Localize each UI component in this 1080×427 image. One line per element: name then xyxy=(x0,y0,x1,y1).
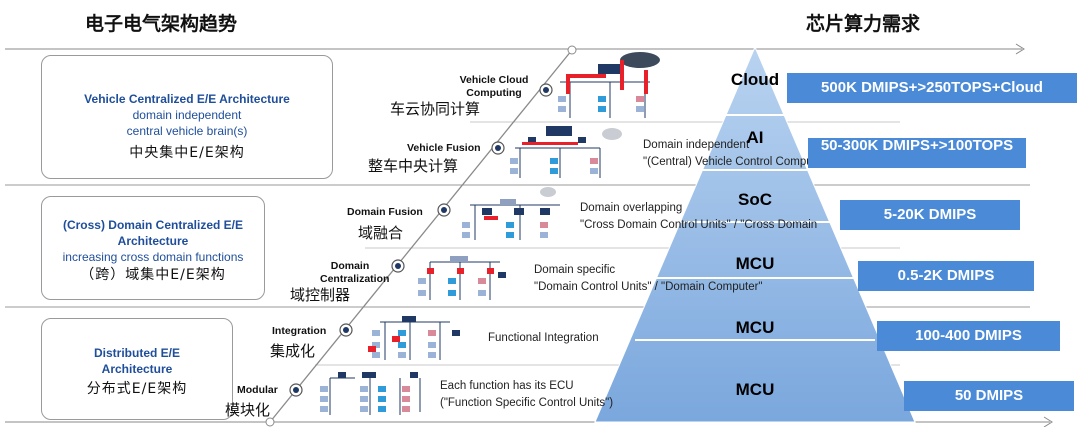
arch-box-domain-centralized: (Cross) Domain Centralized E/E Architect… xyxy=(41,196,265,300)
arch-title: (Cross) Domain Centralized E/E Architect… xyxy=(62,218,244,248)
pyramid-layer-mcu: MCU xyxy=(735,380,775,399)
arch-chinese-name: 中央集中E/E架构 xyxy=(129,145,245,161)
desc-line: Functional Integration xyxy=(488,332,599,344)
top-axis-arrowhead xyxy=(1015,43,1025,55)
arch-chinese-name: （跨）域集中E/E架构 xyxy=(80,267,226,283)
compute-bar-soc: 5-20K DMIPS xyxy=(840,200,1020,230)
stage-desc-vehicle-fusion: Domain independent "(Central) Vehicle Co… xyxy=(643,137,830,171)
desc-line: "Domain Control Units" / "Domain Compute… xyxy=(534,281,763,293)
stage-desc-integration: Functional Integration xyxy=(488,330,599,347)
stage-dot-core xyxy=(395,263,401,269)
stage-zh-domain-centralization: 域控制器 xyxy=(290,286,351,304)
evolution-end-node xyxy=(567,45,577,55)
pyramid-layer-cloud: Cloud xyxy=(730,70,780,89)
stage-desc-modular: Each function has its ECU ("Function Spe… xyxy=(440,378,613,412)
arch-box-distributed: Distributed E/E Architecture 分布式E/E架构 xyxy=(41,318,233,420)
desc-line: Each function has its ECU xyxy=(440,380,574,392)
compute-bar-mcu-high: 0.5-2K DMIPS xyxy=(858,261,1034,291)
compute-bar-mcu-low: 50 DMIPS xyxy=(904,381,1074,411)
stage-label-vehicle-fusion: Vehicle Fusion xyxy=(407,142,481,154)
evolution-start-node xyxy=(265,417,275,427)
left-section-title: 电子电气架构趋势 xyxy=(85,13,238,35)
pyramid-layer-mcu: MCU xyxy=(735,318,775,337)
pyramid-layer-ai: AI xyxy=(746,128,764,147)
desc-line: "Cross Domain Control Units" / "Cross Do… xyxy=(580,219,818,231)
desc-line: Domain independent xyxy=(643,139,750,151)
stage-label-vehicle-cloud: Vehicle Cloud Computing xyxy=(459,74,529,99)
desc-line: "(Central) Vehicle Control Computer" xyxy=(643,156,831,168)
stage-dot-core xyxy=(343,327,349,333)
stage-dot-core xyxy=(293,387,299,393)
arch-chinese-name: 分布式E/E架构 xyxy=(86,381,188,397)
compute-pyramid xyxy=(594,45,916,423)
right-section-title: 芯片算力需求 xyxy=(806,13,921,35)
stage-dot-core xyxy=(495,145,501,151)
stage-label-domain-centralization: Domain Centralization xyxy=(320,260,390,285)
compute-bar-mcu-mid: 100-400 DMIPS xyxy=(877,321,1060,351)
evolution-line xyxy=(269,49,573,423)
stage-dot-core xyxy=(543,87,549,93)
desc-line: Domain overlapping xyxy=(580,202,683,214)
stage-label-integration: Integration xyxy=(272,325,327,337)
stage-zh-integration: 集成化 xyxy=(270,342,316,360)
stage-desc-domain-centralization: Domain specific "Domain Control Units" /… xyxy=(534,262,763,296)
stage-zh-domain-fusion: 域融合 xyxy=(358,224,404,242)
stage-zh-modular: 模块化 xyxy=(225,401,271,419)
stage-label-domain-fusion: Domain Fusion xyxy=(347,206,423,218)
pyramid-layer-mcu: MCU xyxy=(735,254,775,273)
stage-desc-domain-fusion: Domain overlapping "Cross Domain Control… xyxy=(580,200,817,234)
compute-bar-ai: 50-300K DMIPS+>100TOPS xyxy=(808,138,1026,168)
arch-title: Vehicle Centralized E/E Architecture xyxy=(84,92,290,106)
arch-subtitle: domain independent xyxy=(132,108,242,122)
stage-zh-vehicle-fusion: 整车中央计算 xyxy=(368,157,459,175)
stage-label-modular: Modular xyxy=(237,384,278,396)
arch-subtitle: increasing cross domain functions xyxy=(62,250,244,264)
desc-line: ("Function Specific Control Units") xyxy=(440,397,614,409)
bottom-axis-arrowhead xyxy=(1043,416,1053,427)
stage-dot-core xyxy=(441,207,447,213)
stage-zh-vehicle-cloud: 车云协同计算 xyxy=(390,100,481,118)
modular-ecu-topology xyxy=(329,375,421,415)
arch-box-vehicle-centralized: Vehicle Centralized E/E Architecture dom… xyxy=(41,55,333,179)
arch-title: Distributed E/E Architecture xyxy=(93,346,180,376)
pyramid-layer-soc: SoC xyxy=(738,190,772,209)
compute-bar-cloud: 500K DMIPS+>250TOPS+Cloud xyxy=(787,73,1077,103)
desc-line: Domain specific xyxy=(534,264,616,276)
arch-subtitle: central vehicle brain(s) xyxy=(126,124,248,138)
